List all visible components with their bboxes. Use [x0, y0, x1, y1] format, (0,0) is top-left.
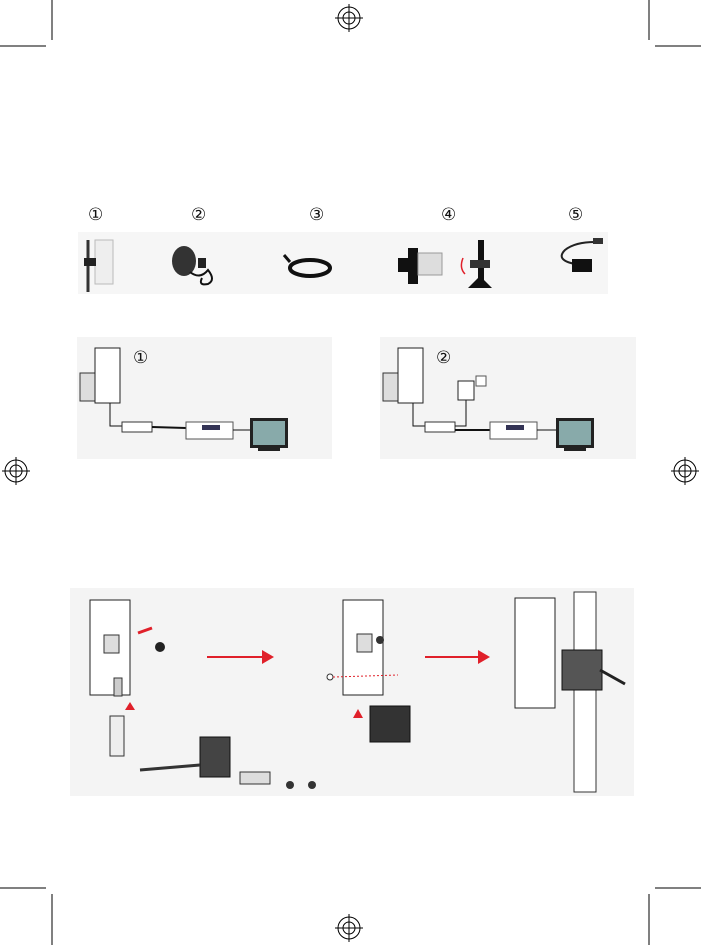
arrow-up-icon	[353, 709, 363, 718]
part-number-5: ⑤	[568, 205, 584, 224]
panel-antenna-icon	[84, 239, 114, 292]
antenna-icon	[397, 347, 424, 404]
injector-icon	[424, 421, 456, 433]
parts-panel	[78, 232, 608, 294]
part-number-3: ③	[309, 205, 325, 224]
wall-outlet-icon	[475, 375, 487, 387]
registration-mark-left	[2, 457, 30, 485]
assembly-step-2	[326, 599, 490, 743]
part-number-4: ④	[441, 205, 457, 224]
connection-number-1: ①	[133, 348, 149, 367]
registration-mark-top	[335, 4, 363, 32]
power-adapter-icon	[172, 246, 213, 286]
coax-cable-icon	[282, 254, 332, 278]
part-number-1: ①	[88, 205, 104, 224]
diagram-2	[382, 347, 594, 451]
registration-mark-right	[671, 457, 699, 485]
mounting-bracket-icon	[398, 240, 492, 288]
power-adapter-icon	[457, 380, 475, 401]
antenna-icon	[94, 347, 121, 404]
assembly-step-3	[514, 591, 626, 793]
connection-number-2: ②	[436, 348, 452, 367]
assembly-step-1	[89, 599, 316, 789]
power-injector-cable-icon	[560, 238, 603, 272]
arrow-up-icon	[125, 702, 135, 710]
diagram-1	[79, 347, 288, 451]
registration-mark-bottom	[335, 914, 363, 942]
arrow-icon	[137, 626, 153, 635]
part-number-2: ②	[191, 205, 207, 224]
